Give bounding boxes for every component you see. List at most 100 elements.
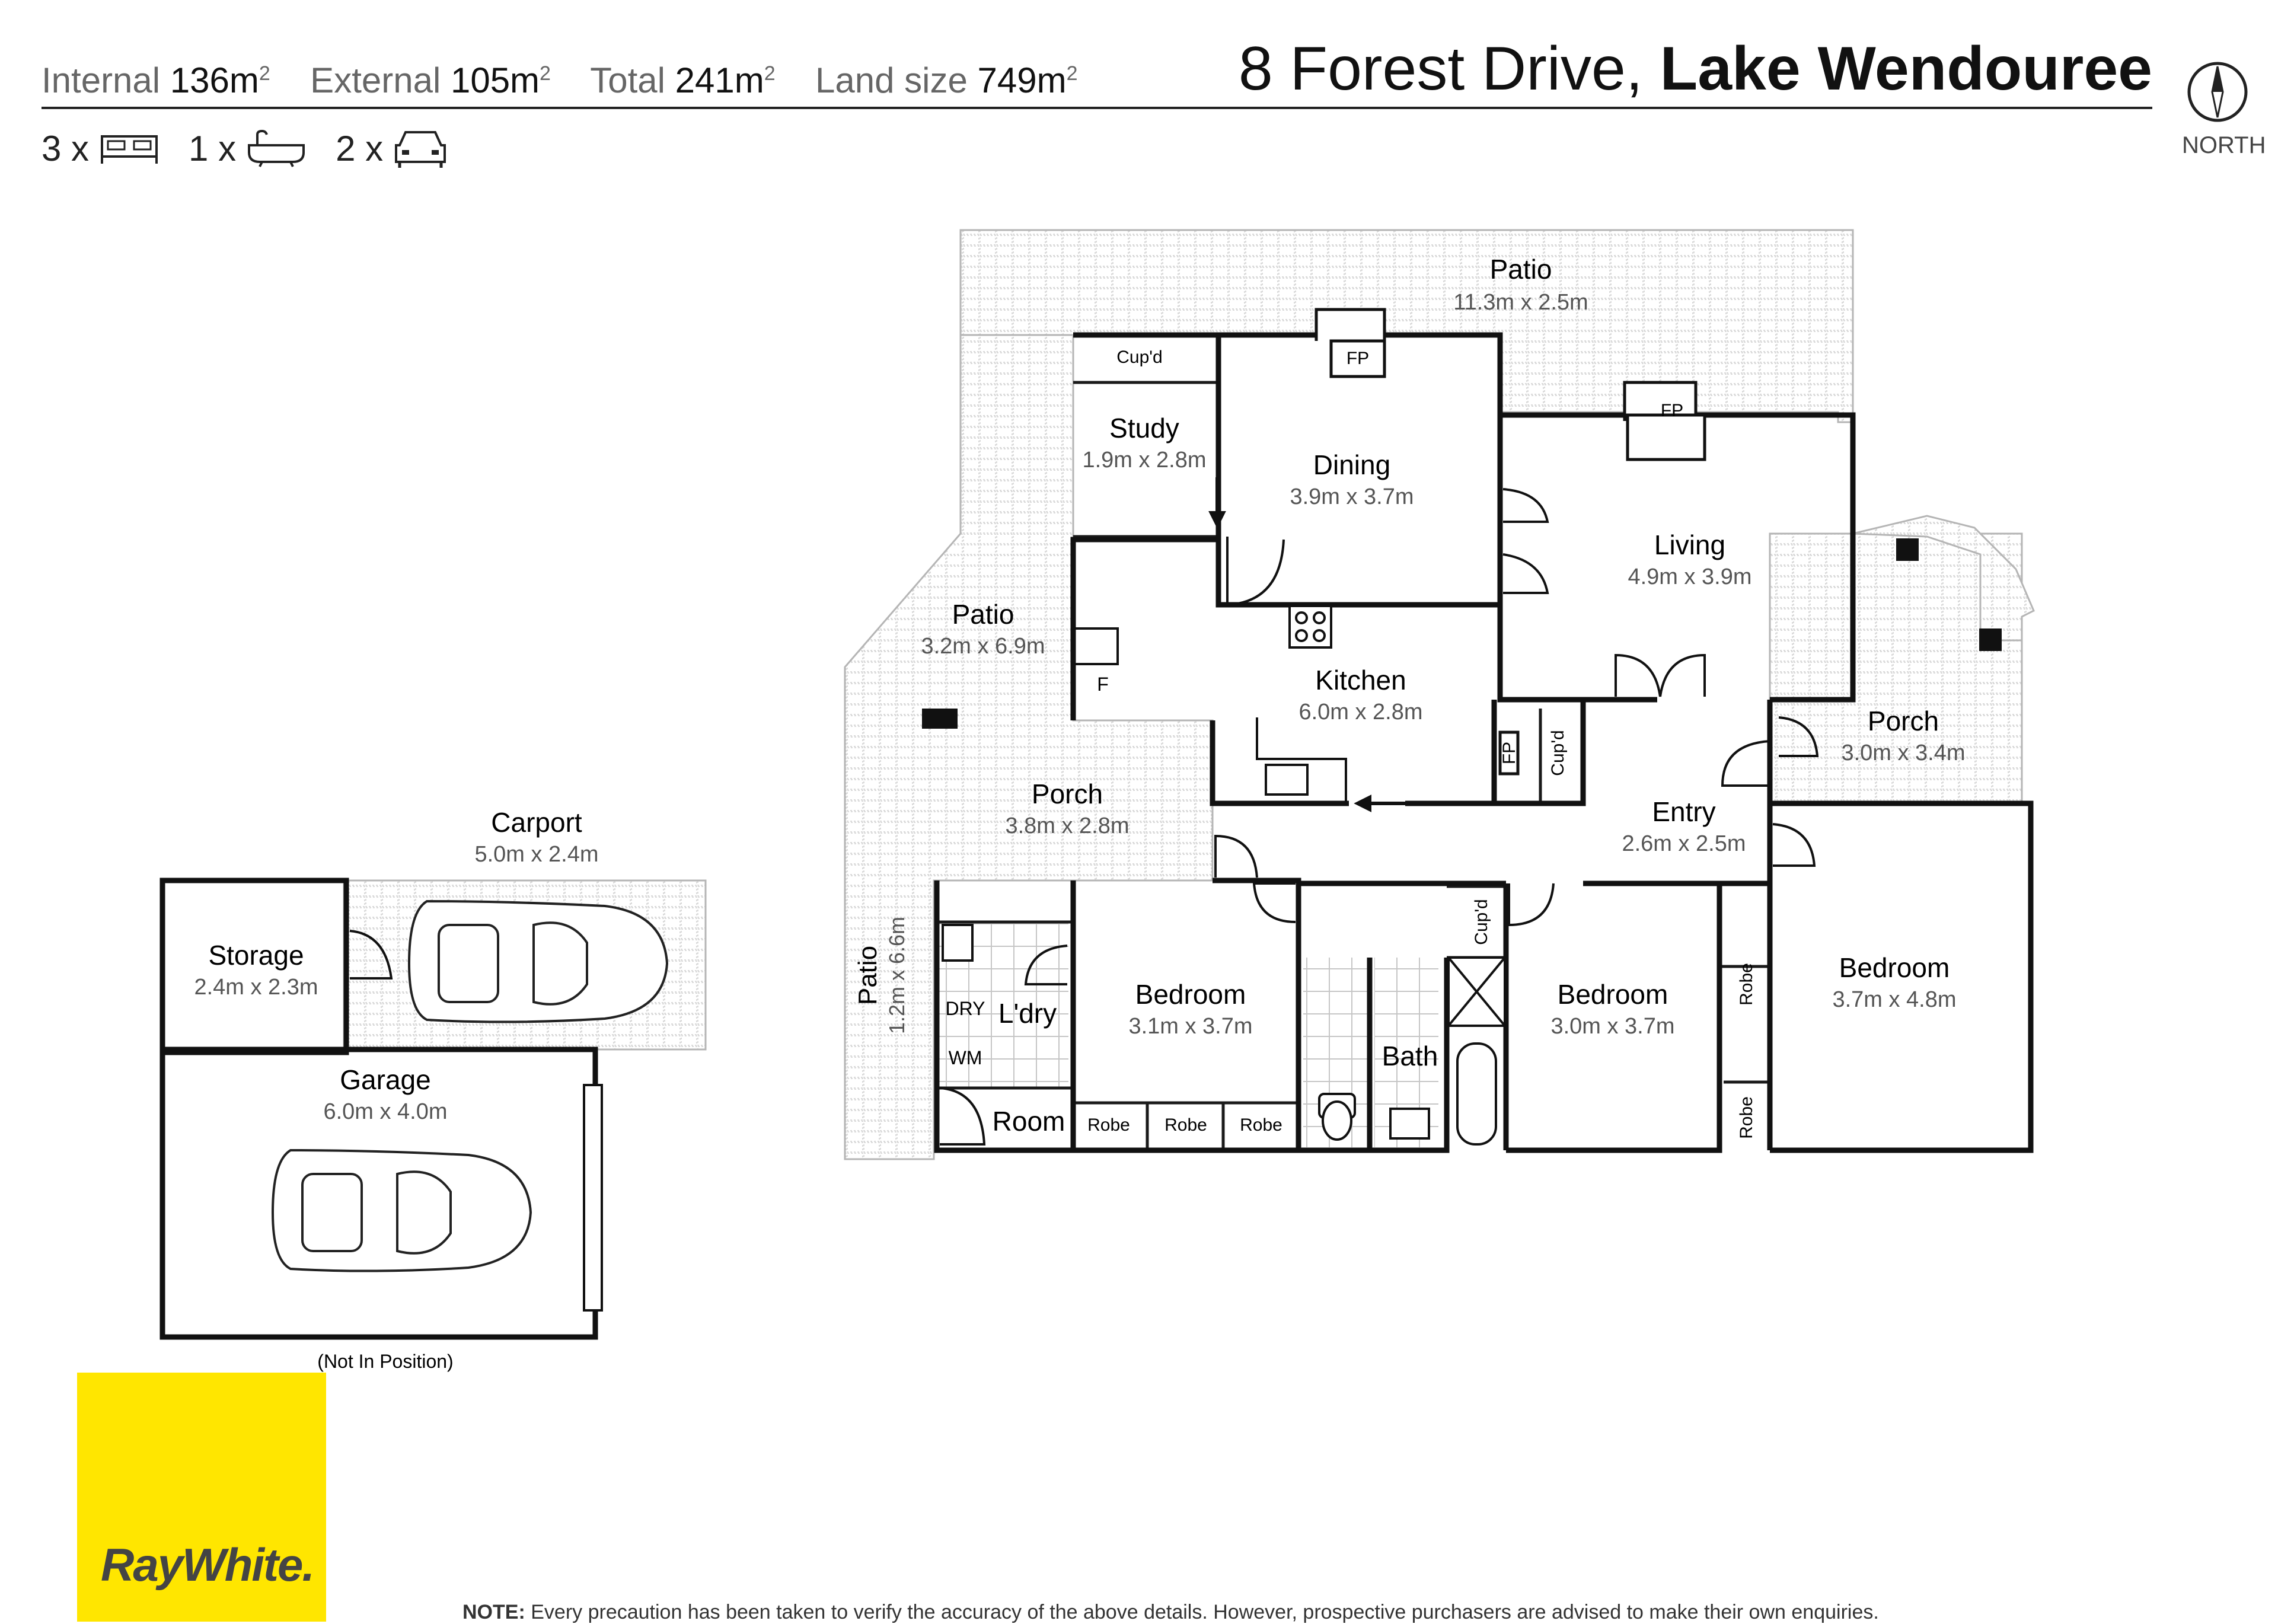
note-label: NOTE: <box>462 1601 525 1623</box>
patio-top-dims: 11.3m x 2.5m <box>1453 290 1588 315</box>
internal-value: 136m <box>170 60 259 100</box>
patio-narrow-dims: 1.2m x 6.6m <box>885 917 909 1034</box>
porch-east-dims: 3.0m x 3.4m <box>1841 741 1965 765</box>
car-icon <box>395 131 446 168</box>
garage-door <box>583 1084 603 1312</box>
study-dims: 1.9m x 2.8m <box>1082 448 1206 473</box>
car-count: 2 x <box>336 128 384 168</box>
robe-bedroom3-upper: Robe <box>1737 963 1756 1006</box>
header-divider <box>42 107 2152 109</box>
bed-icon <box>101 135 158 164</box>
dining-name: Dining <box>1313 449 1390 480</box>
area-stats: Internal 136m2 External 105m2 Total 241m… <box>42 60 1078 101</box>
bedroom2-name: Bedroom <box>1558 979 1668 1010</box>
car-count-group: 2 x <box>336 127 447 169</box>
storage-name: Storage <box>208 940 304 971</box>
bathroom-count-group: 1 x <box>189 128 306 169</box>
car-icon <box>407 899 669 1023</box>
study-name: Study <box>1109 413 1179 444</box>
robe-bedroom1-c: Robe <box>1240 1115 1282 1135</box>
feature-icons: 3 x 1 x 2 x <box>42 122 477 175</box>
room-name: Room <box>993 1106 1065 1137</box>
compass: NORTH <box>2182 59 2266 178</box>
room-labels: Patio 11.3m x 2.5m Cup'd FP FP Study 1.9… <box>194 254 1965 1372</box>
bedroom3-dims: 3.7m x 4.8m <box>1832 987 1956 1012</box>
area-unit-exp: 2 <box>764 62 776 85</box>
laundry-name: L'dry <box>998 998 1057 1029</box>
patio-top-area <box>959 229 1854 423</box>
robe-bedroom1-b: Robe <box>1164 1115 1207 1135</box>
kitchen-dims: 6.0m x 2.8m <box>1298 700 1422 725</box>
entry-name: Entry <box>1652 796 1715 827</box>
cupd-entry: Cup'd <box>1548 730 1568 776</box>
land-label: Land size <box>815 60 968 100</box>
address-street: 8 Forest Drive, <box>1238 34 1643 103</box>
external-label: External <box>310 60 441 100</box>
bedroom1-dims: 3.1m x 3.7m <box>1128 1014 1252 1039</box>
kitchen-fittings <box>583 605 1506 1312</box>
storage-dims: 2.4m x 2.3m <box>194 975 318 1000</box>
entry-dims: 2.6m x 2.5m <box>1622 831 1746 856</box>
bathroom-count: 1 x <box>189 128 237 168</box>
not-in-position: (Not In Position) <box>317 1351 453 1372</box>
property-address: 8 Forest Drive, Lake Wendouree <box>1239 34 2152 104</box>
brand-logo: RayWhite. <box>77 1373 326 1622</box>
fireplaces <box>1314 308 1706 776</box>
cupd-bedroom2: Cup'd <box>1472 899 1491 945</box>
area-unit-exp: 2 <box>259 62 270 85</box>
north-label: NORTH <box>2182 132 2266 158</box>
living-dims: 4.9m x 3.9m <box>1628 564 1751 589</box>
patio-top-name: Patio <box>1490 254 1552 285</box>
bedroom2-dims: 3.0m x 3.7m <box>1550 1014 1674 1039</box>
fp-dining: FP <box>1347 349 1369 368</box>
patio-west-dims: 3.2m x 6.9m <box>921 634 1045 659</box>
posts <box>922 538 2002 729</box>
bath-name: Bath <box>1382 1041 1438 1071</box>
total-label: Total <box>590 60 665 100</box>
land-value: 749m <box>977 60 1067 100</box>
porch-west-dims: 3.8m x 2.8m <box>1005 813 1129 838</box>
garage-name: Garage <box>340 1064 430 1095</box>
area-unit-exp: 2 <box>540 62 551 85</box>
robe-bedroom1-a: Robe <box>1087 1115 1130 1135</box>
porch-west-name: Porch <box>1032 779 1103 809</box>
porch-east-name: Porch <box>1868 706 1939 736</box>
total-value: 241m <box>675 60 764 100</box>
patio-west-name: Patio <box>952 599 1014 630</box>
arrows <box>1208 477 1405 812</box>
dryer-label: DRY <box>946 998 985 1019</box>
bedroom-count: 3 x <box>42 128 90 168</box>
cupd-study: Cup'd <box>1116 347 1162 367</box>
fridge-label: F <box>1097 674 1109 695</box>
compass-icon <box>2187 62 2248 122</box>
fp-living: FP <box>1661 401 1683 420</box>
header: Internal 136m2 External 105m2 Total 241m… <box>42 34 2152 108</box>
external-value: 105m <box>450 60 540 100</box>
area-unit-exp: 2 <box>1066 62 1078 85</box>
bedroom-count-group: 3 x <box>42 128 159 169</box>
kitchen-name: Kitchen <box>1315 665 1406 695</box>
garage-dims: 6.0m x 4.0m <box>323 1099 447 1124</box>
basin <box>1389 1108 1430 1140</box>
fp-kitchen: FP <box>1499 742 1519 764</box>
patio-narrow-name: Patio <box>853 946 882 1005</box>
dining-dims: 3.9m x 3.7m <box>1290 484 1414 509</box>
car-icon <box>271 1148 532 1272</box>
bedroom3-name: Bedroom <box>1839 952 1950 983</box>
note-text: Every precaution has been taken to verif… <box>531 1601 1879 1623</box>
disclaimer-note: NOTE: Every precaution has been taken to… <box>462 1601 1879 1624</box>
door-swings <box>349 488 1819 1146</box>
address-suburb: Lake Wendouree <box>1660 34 2152 103</box>
laundry-tub <box>942 924 974 962</box>
robe-bedroom3-lower: Robe <box>1737 1096 1756 1139</box>
living-name: Living <box>1654 529 1725 560</box>
washer-label: WM <box>949 1047 982 1068</box>
kitchen-sink <box>1265 764 1309 796</box>
brand-logo-text: RayWhite. <box>101 1539 315 1591</box>
carport-dims: 5.0m x 2.4m <box>474 842 598 867</box>
porch-east-curve <box>1852 515 2035 642</box>
bedroom1-name: Bedroom <box>1135 979 1246 1010</box>
bathtub-icon <box>248 129 305 167</box>
cooktop <box>1288 605 1332 649</box>
